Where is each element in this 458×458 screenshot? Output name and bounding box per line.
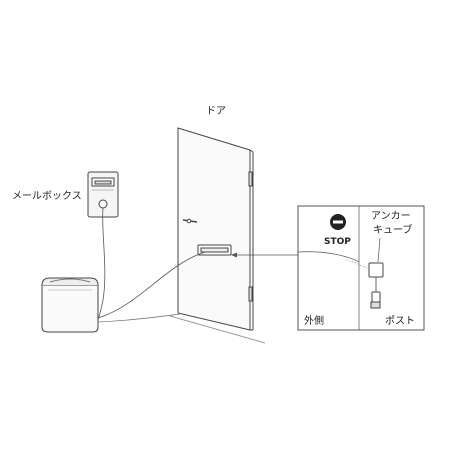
- mailbox-label: メールボックス: [12, 190, 82, 202]
- inset-panel: STOP アンカー キューブ 外側 ポスト: [297, 205, 425, 331]
- stop-sign-icon: [330, 214, 346, 230]
- post-label: ポスト: [385, 315, 415, 327]
- outside-label: 外側: [304, 314, 324, 327]
- door-label: ドア: [206, 106, 226, 117]
- cable-to-door: [97, 251, 206, 319]
- door-icon: [169, 127, 266, 344]
- anchor-cube-label-line1: アンカー: [371, 210, 411, 222]
- arrow-connector: [231, 252, 298, 258]
- anchor-cube-icon: [368, 262, 384, 309]
- anchor-cube-label-line2: キューブ: [373, 223, 412, 236]
- stop-label: STOP: [324, 237, 351, 247]
- cable-floor-line: [97, 313, 181, 323]
- basket-icon: [41, 277, 99, 333]
- mailbox-icon: [87, 171, 119, 218]
